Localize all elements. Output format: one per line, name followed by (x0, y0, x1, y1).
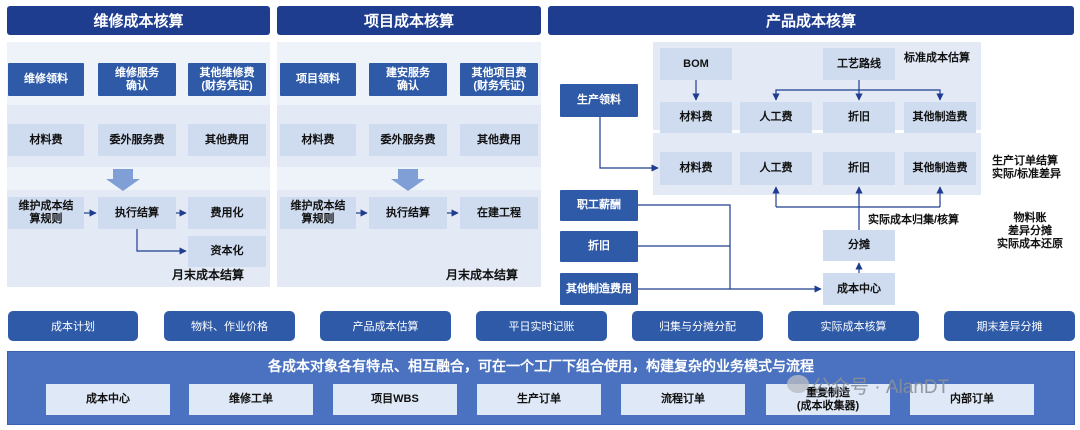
proj-cost-other: 其他费用 (460, 124, 538, 156)
pill-material-price: 物料、作业价格 (164, 311, 295, 341)
object-production-order: 生产订单 (477, 384, 601, 415)
proj-cost-material: 材料费 (280, 124, 356, 156)
proj-execute: 执行结算 (369, 197, 447, 229)
input-depreciation: 折旧 (560, 231, 638, 262)
routing-overhead-arrow (859, 89, 944, 101)
maint-cost-material: 材料费 (8, 124, 84, 156)
proj-month-end: 月末成本结算 (446, 268, 519, 282)
object-maintenance-order: 维修工单 (189, 384, 313, 415)
routing-box: 工艺路线 (823, 48, 895, 80)
routing-labor-arrow (772, 89, 859, 101)
pill-realtime-posting: 平日实时记账 (476, 311, 607, 341)
maint-expense: 费用化 (188, 197, 266, 229)
maintenance-header: 维修成本核算 (7, 6, 270, 35)
order-settlement-label: 生产订单结算 实际/标准差异 (992, 155, 1062, 180)
maint-source-service: 维修服务 确认 (98, 63, 176, 96)
pill-cost-plan: 成本计划 (8, 311, 138, 341)
payroll-line (638, 204, 822, 293)
std-cost-overhead: 其他制造费 (904, 102, 976, 133)
std-cost-depreciation: 折旧 (823, 102, 895, 133)
proj-down-arrow-icon (398, 169, 418, 179)
bom-box: BOM (660, 48, 732, 80)
input-other-overhead: 其他制造费用 (560, 273, 638, 305)
object-repetitive-mfg: 重复制造 (成本收集器) (766, 384, 890, 415)
maint-capitalize: 资本化 (188, 236, 266, 267)
proj-wip: 在建工程 (460, 197, 538, 229)
production-issue-box: 生产领料 (560, 84, 638, 117)
actual-cost-labor: 人工费 (740, 152, 812, 185)
proj-source-other: 其他项目费 (财务凭证) (460, 63, 538, 96)
pill-collect-allocate: 归集与分摊分配 (632, 311, 763, 341)
pill-product-estimate: 产品成本估算 (320, 311, 451, 341)
actual-collect-label: 实际成本归集/核算 (868, 214, 960, 226)
pill-period-end-variance: 期末差异分摊 (944, 311, 1075, 341)
maint-month-end: 月末成本结算 (172, 268, 245, 282)
maint-execute: 执行结算 (98, 197, 176, 229)
object-cost-center: 成本中心 (46, 384, 170, 415)
object-process-order: 流程订单 (621, 384, 745, 415)
actual-cost-overhead: 其他制造费 (904, 152, 976, 185)
wechat-logo-icon (787, 375, 809, 393)
std-cost-labor: 人工费 (740, 102, 812, 133)
maint-cost-other: 其他费用 (188, 124, 266, 156)
proj-source-material: 项目领料 (280, 63, 356, 96)
maint-capitalize-arrow (136, 229, 187, 255)
proj-down-arrow-head-icon (391, 179, 425, 191)
proj-source-service: 建安服务 确认 (369, 63, 447, 96)
allocation-box: 分摊 (823, 230, 895, 261)
maint-down-arrow-head-icon (106, 179, 140, 191)
cost-objects-title: 各成本对象各有特点、相互融合，可在一个工厂下组合使用，构建复杂的业务模式与流程 (268, 358, 814, 374)
watermark-text: 公众号 · AlanDT (812, 377, 950, 398)
product-header: 产品成本核算 (548, 6, 1074, 35)
input-payroll: 职工薪酬 (560, 190, 638, 221)
object-project-wbs: 项目WBS (333, 384, 457, 415)
maint-settle-rule: 维护成本结 算规则 (8, 197, 84, 229)
object-internal-order: 内部订单 (910, 384, 1034, 415)
maint-source-material: 维修领料 (8, 63, 84, 96)
proj-cost-outsourced: 委外服务费 (369, 124, 447, 156)
pill-actual-costing: 实际成本核算 (788, 311, 919, 341)
maint-source-other: 其他维修费 (财务凭证) (188, 63, 266, 96)
proj-settle-rule: 维护成本结 算规则 (280, 197, 356, 229)
cost-center-box: 成本中心 (823, 273, 895, 305)
std-cost-material: 材料费 (660, 102, 732, 133)
maint-down-arrow-icon (113, 169, 133, 179)
actual-cost-material: 材料费 (660, 152, 732, 185)
maint-cost-outsourced: 委外服务费 (98, 124, 176, 156)
material-ledger-label: 物料账 差异分摊 实际成本还原 (997, 212, 1063, 250)
issue-material-arrow (599, 117, 659, 172)
actual-cost-depreciation: 折旧 (823, 152, 895, 185)
std-cost-estimate-label: 标准成本估算 (904, 52, 970, 64)
project-header: 项目成本核算 (277, 6, 541, 35)
